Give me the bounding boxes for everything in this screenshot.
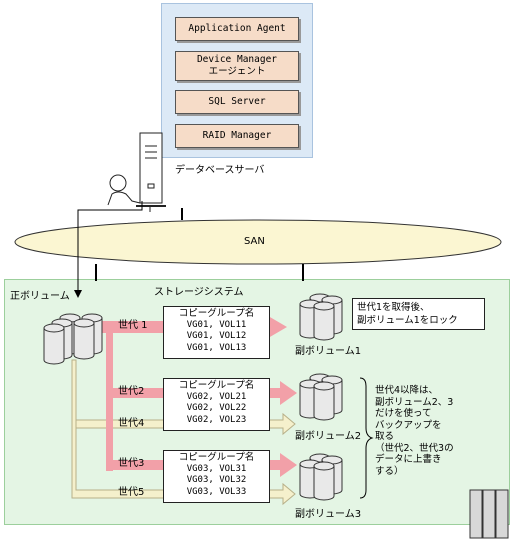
generation-2-label: 世代2 <box>118 386 145 397</box>
copy-group-1-title: コピーグループ名 <box>178 308 255 319</box>
secondary-volume-3-label: 副ボリューム3 <box>295 509 362 520</box>
copy-group-1-vol-2: VG01, VOL12 <box>186 331 247 341</box>
note-brace <box>359 377 374 499</box>
copy-group-1-box: コピーグループ名 VG01, VOL11 VG01, VOL12 VG01, V… <box>163 306 270 359</box>
copy-group-3-vol-3: VG03, VOL33 <box>186 486 247 497</box>
generation-5-label: 世代5 <box>118 487 145 498</box>
note1-line-1: 世代1を取得後、 <box>357 302 430 313</box>
note2-line-8: する） <box>375 465 404 477</box>
note2-line-4: バックアップを <box>375 419 442 431</box>
database-server-panel: Application Agent Device Manager エージェント … <box>161 3 313 158</box>
device-manager-label: Device Manager <box>196 54 278 65</box>
storage-system-title: ストレージシステム <box>154 287 244 298</box>
secondary-volume-3-icon <box>299 453 343 501</box>
application-agent-box: Application Agent <box>175 17 299 41</box>
gen2-arrowhead <box>280 381 297 405</box>
secondary-volume-2-icon <box>299 373 343 421</box>
copy-group-1-vol-1: VG01, VOL11 <box>186 319 247 330</box>
secondary-volume-1-icon <box>299 293 343 341</box>
generation-3-label: 世代3 <box>118 458 145 469</box>
secondary-volume-2-label: 副ボリューム2 <box>295 431 362 442</box>
copy-group-3-title: コピーグループ名 <box>178 452 255 463</box>
san-label: SAN <box>244 236 265 247</box>
device-manager-agent-box: Device Manager エージェント <box>175 51 299 81</box>
note2-line-6: （世代2、世代3の <box>375 442 454 454</box>
copy-group-1-vol-3: VG01, VOL13 <box>186 342 247 353</box>
server-to-volume-arrowhead <box>74 290 82 298</box>
note2-line-1: 世代4以降は、 <box>375 385 439 396</box>
server-tower-icon <box>139 132 163 204</box>
copy-group-3-vol-2: VG03, VOL32 <box>186 475 247 485</box>
raid-manager-label: RAID Manager <box>202 130 272 141</box>
sql-server-label: SQL Server <box>208 96 266 107</box>
server-to-volume-line <box>77 201 143 296</box>
note1-line-2: 副ボリューム1をロック <box>357 315 458 326</box>
secondary-volume-1-label: 副ボリューム1 <box>295 346 362 357</box>
copy-group-2-title: コピーグループ名 <box>178 380 255 391</box>
application-agent-label: Application Agent <box>188 23 286 34</box>
raid-manager-box: RAID Manager <box>175 124 299 148</box>
copy-group-2-vol-1: VG02, VOL21 <box>186 391 247 402</box>
storage-cabinet-icon <box>469 489 509 539</box>
primary-volume-icon <box>43 313 103 365</box>
copy-group-2-box: コピーグループ名 VG02, VOL21 VG02, VOL22 VG02, V… <box>163 378 270 431</box>
gen3-arrowhead <box>280 453 297 477</box>
copy-group-2-vol-2: VG02, VOL22 <box>186 403 247 413</box>
generation-trunk <box>106 327 113 471</box>
note2-line-7: データに上書き <box>375 454 442 465</box>
copy-group-3-vol-1: VG03, VOL31 <box>186 463 247 474</box>
generation-4-label: 世代4 <box>118 418 145 429</box>
copy-group-3-box: コピーグループ名 VG03, VOL31 VG03, VOL32 VG03, V… <box>163 450 270 503</box>
note2-line-5: 取る <box>375 431 395 442</box>
generation-1-label: 世代 1 <box>118 320 148 331</box>
database-server-caption: データベースサーバ <box>175 165 265 176</box>
sql-server-box: SQL Server <box>175 90 299 114</box>
note2-line-3: だけを使って <box>375 408 432 419</box>
note-lock-volume-1: 世代1を取得後、 副ボリューム1をロック <box>352 298 485 330</box>
agent-label: エージェント <box>208 66 266 77</box>
primary-volume-label: 正ボリューム <box>10 291 70 302</box>
note2-line-2: 副ボリューム2、3 <box>375 396 454 408</box>
user-icon <box>107 174 166 212</box>
san-ellipse <box>14 219 502 265</box>
note-generation-4-onwards: 世代4以降は、 副ボリューム2、3 だけを使って バックアップを 取る （世代2… <box>375 385 454 477</box>
copy-group-2-vol-3: VG02, VOL23 <box>186 414 247 425</box>
